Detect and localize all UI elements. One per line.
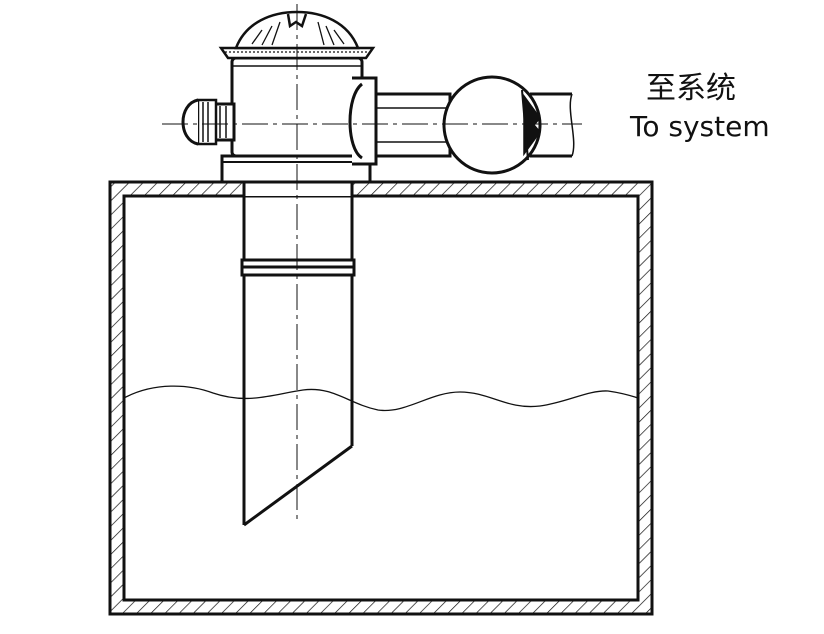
cable-gland — [181, 98, 236, 146]
label-chinese: 至系统 — [646, 71, 736, 106]
tank-outer-wall — [108, 180, 654, 616]
centerlines — [162, 4, 582, 520]
filter-head — [181, 10, 378, 184]
liquid-surface-line — [123, 385, 639, 412]
sight-glass-ball — [442, 75, 542, 175]
pipe-section-left — [374, 92, 452, 158]
suction-tube — [240, 180, 356, 527]
tube-top-band — [244, 180, 352, 196]
flow-valve-mark — [523, 93, 541, 157]
base-flange — [220, 154, 372, 184]
tank-inner-wall — [122, 194, 640, 602]
outlet-pipe — [374, 75, 575, 175]
tank — [108, 180, 654, 616]
label-english: To system — [629, 110, 770, 143]
